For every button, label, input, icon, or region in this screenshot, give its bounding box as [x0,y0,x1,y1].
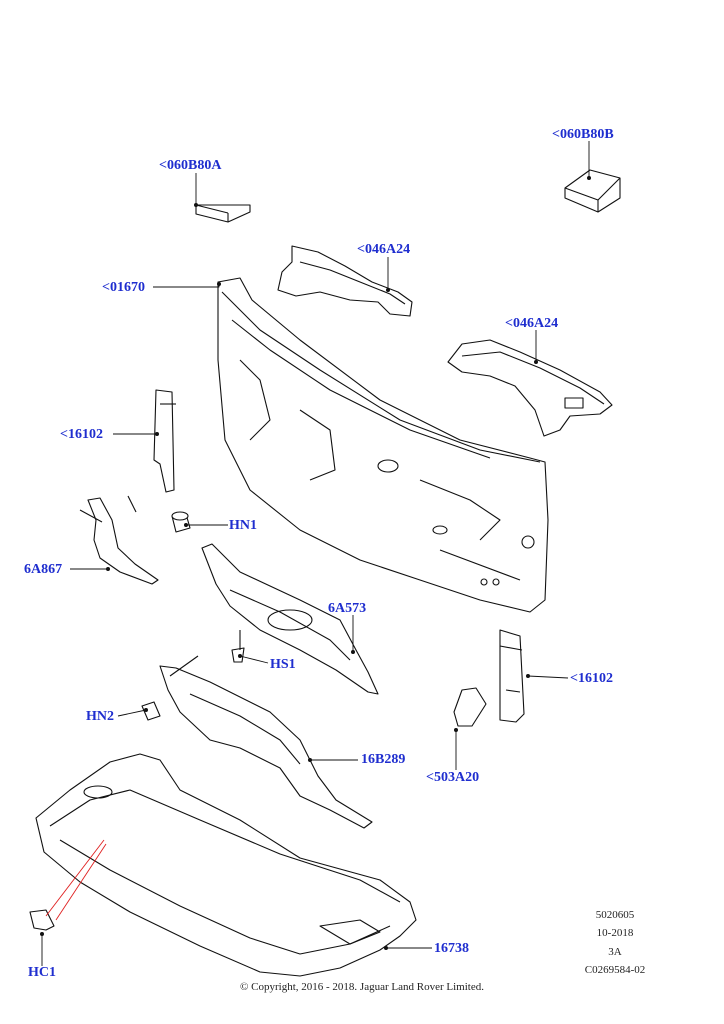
callout-16102-right[interactable]: <16102 [570,671,613,686]
callout-16B289[interactable]: 16B289 [361,752,406,767]
callout-HS1[interactable]: HS1 [270,657,296,672]
part-046A24-right-bracket[interactable] [447,339,613,437]
part-6A867-bracket[interactable] [79,495,159,585]
part-01670-bulkhead[interactable] [217,277,549,613]
copyright-notice: © Copyright, 2016 - 2018. Jaguar Land Ro… [240,981,484,993]
callout-6A867[interactable]: 6A867 [24,562,63,577]
part-046A24-top-bracket[interactable] [277,245,413,317]
callout-6A573[interactable]: 6A573 [328,601,367,616]
callout-HN2[interactable]: HN2 [86,709,114,724]
part-16738-panel[interactable] [35,753,417,977]
red-leader-lines [45,839,107,921]
part-16B289-insulator[interactable] [159,655,373,829]
callout-503A20[interactable]: <503A20 [426,770,480,785]
callout-046A24-top[interactable]: <046A24 [357,242,411,257]
callout-16102-left[interactable]: <16102 [60,427,103,442]
callout-01670[interactable]: <01670 [102,280,145,295]
callout-16738[interactable]: 16738 [434,941,469,956]
part-16102-left-bracket[interactable] [153,389,176,493]
part-503A20-bracket[interactable] [453,687,487,727]
diagram-revision: 3A [608,946,622,958]
callout-HN1[interactable]: HN1 [229,518,257,533]
part-16102-right-bracket[interactable] [499,629,525,723]
part-060B80A-pad[interactable] [195,204,251,223]
diagram-id: 5020605 [595,909,635,921]
part-060B80B-pad[interactable] [564,169,621,213]
callout-046A24-right[interactable]: <046A24 [505,316,559,331]
callout-060B80A[interactable]: <060B80A [159,158,222,173]
part-HC1-clip[interactable] [29,909,55,931]
part-HS1-screw[interactable] [231,630,245,663]
callout-060B80B[interactable]: <060B80B [552,127,614,142]
part-HN2-clip[interactable] [141,701,161,721]
part-6A573-insulator[interactable] [201,543,379,695]
callout-HC1[interactable]: HC1 [28,965,56,980]
part-HN1-nut[interactable] [171,511,191,533]
diagram-code: C0269584-02 [584,964,646,976]
diagram-date: 10-2018 [596,927,634,939]
leader-dots [40,176,591,950]
